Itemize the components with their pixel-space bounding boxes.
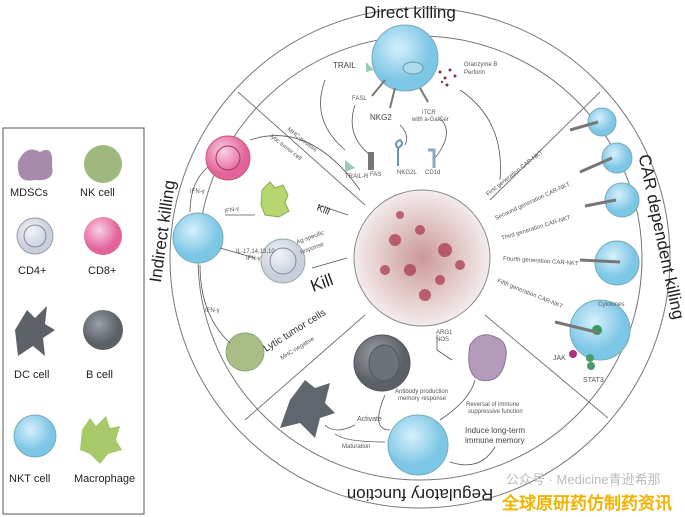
legend-label-macrophage: Macrophage xyxy=(74,473,135,485)
mdsc-cell xyxy=(468,334,507,382)
label-nos: NOS xyxy=(436,337,449,343)
label-itcr: iTCR xyxy=(422,110,436,116)
label-jak: JAK xyxy=(553,355,566,362)
granzyme-perforin-dots xyxy=(438,68,457,87)
receptor-nkg2l: NKG2L xyxy=(397,170,417,176)
label-activate: Activate xyxy=(357,416,382,423)
label-stat3: STAT3 xyxy=(583,377,604,384)
label-trail: TRAIL xyxy=(333,61,356,70)
section-title-direct: Direct killing xyxy=(364,3,456,22)
label-ifn-2: IFN-γ xyxy=(224,206,240,215)
nkg2l-receptor-icon xyxy=(394,138,404,166)
label-ifn-3: IFN-γ xyxy=(246,256,261,262)
legend-b-cell-icon xyxy=(83,310,123,350)
label-maturation: Maturation xyxy=(342,444,370,450)
indirect-arrows xyxy=(189,135,361,344)
label-memory-response: memory response xyxy=(398,396,447,402)
label-arg1: ARG1 xyxy=(436,330,453,336)
legend-cd8-icon xyxy=(84,217,122,255)
label-kill-1: Kill xyxy=(315,203,331,218)
legend-label-nk-cell: NK cell xyxy=(80,187,115,199)
regulatory-arrows xyxy=(324,335,496,466)
tumor-mass xyxy=(353,189,491,327)
legend-cd4-icon xyxy=(16,217,54,255)
label-car-gen-2: Secound generation CAR-NKT xyxy=(494,182,571,222)
label-reversal: Reversal of immune xyxy=(466,402,520,408)
trail-receptor-icon xyxy=(345,160,355,172)
receptor-trail-r: TRAIL-R xyxy=(345,174,369,180)
legend-label-b-cell: B cell xyxy=(86,369,113,381)
label-nkg2: NKG2 xyxy=(370,113,392,122)
legend: MDSCs NK cell CD4+ CD8+ DC cell B cell N… xyxy=(2,127,145,515)
tumor-cells xyxy=(380,211,465,301)
direct-arrows xyxy=(320,79,501,181)
watermark-line-1: 公众号 · Medicine青逊希那 xyxy=(506,472,661,487)
legend-label-cd8: CD8+ xyxy=(88,265,116,277)
dc-cell xyxy=(280,380,335,438)
legend-dc-icon xyxy=(15,306,55,356)
car-constructs xyxy=(554,120,621,335)
legend-label-mdscs: MDSCs xyxy=(10,187,48,199)
label-ifn-4: IFN-γ xyxy=(205,308,220,314)
label-galcer: with a-GalCer xyxy=(411,117,449,123)
label-immune-memory: immune memory xyxy=(465,436,525,445)
label-cytokines: Cytokines xyxy=(598,302,624,308)
label-fasl: FASL xyxy=(352,96,367,102)
cd1d-receptor-icon xyxy=(428,148,436,168)
label-kill-2: Kill xyxy=(308,270,336,296)
legend-label-dc-cell: DC cell xyxy=(14,369,49,381)
legend-label-nkt-cell: NKT cell xyxy=(9,473,50,485)
label-car-gen-4: Fourth generation CAR-NKT xyxy=(503,256,579,267)
receptor-cd1d: CD1d xyxy=(425,170,440,176)
watermark-line-2: 全球原研药仿制药资讯 xyxy=(501,493,672,513)
label-car-gen-5: Fifth generation CAR-NKT xyxy=(496,278,563,310)
cd8-cell xyxy=(205,135,251,181)
legend-macrophage-icon xyxy=(80,416,122,464)
nkt-cell-direct xyxy=(371,24,439,92)
label-ifn-1: IFN-γ xyxy=(190,189,205,195)
label-suppressive-function: suppressive function xyxy=(468,409,523,415)
label-induce: Induce long-term xyxy=(465,426,525,435)
label-car-gen-3: Third generation CAR-NKT xyxy=(501,215,572,242)
label-interleukins: IL-17,14,13,10 xyxy=(236,249,275,255)
legend-nkt-icon xyxy=(13,414,57,458)
label-granzyme: Granzyme B xyxy=(464,62,497,68)
legend-nk-icon xyxy=(84,145,122,183)
label-antibody-production: Antibody production xyxy=(395,389,448,395)
cd4-cell xyxy=(260,238,306,284)
nk-cell xyxy=(225,332,265,372)
car-nkt-cells xyxy=(569,107,640,370)
nkt-receptors xyxy=(371,79,429,109)
section-title-regulatory: Regulatory function xyxy=(347,485,493,504)
trail-icon xyxy=(366,62,374,72)
macrophage-cell xyxy=(260,181,290,218)
outer-ring xyxy=(169,7,671,509)
fas-receptor-icon xyxy=(368,152,374,170)
label-car-gen-1: First generation CAR-NKT xyxy=(486,150,545,198)
legend-mdsc-icon xyxy=(17,149,53,181)
nkt-nucleus xyxy=(402,61,424,75)
label-perforin: Perforin xyxy=(464,70,485,76)
receptor-fas: FAS xyxy=(370,172,381,178)
nkt-cell-indirect xyxy=(172,212,224,264)
legend-label-cd4: CD4+ xyxy=(18,265,46,277)
section-title-car: CAR dependent killing xyxy=(635,153,685,321)
section-dividers xyxy=(237,91,609,421)
nkt-cell-regulatory xyxy=(387,414,449,476)
